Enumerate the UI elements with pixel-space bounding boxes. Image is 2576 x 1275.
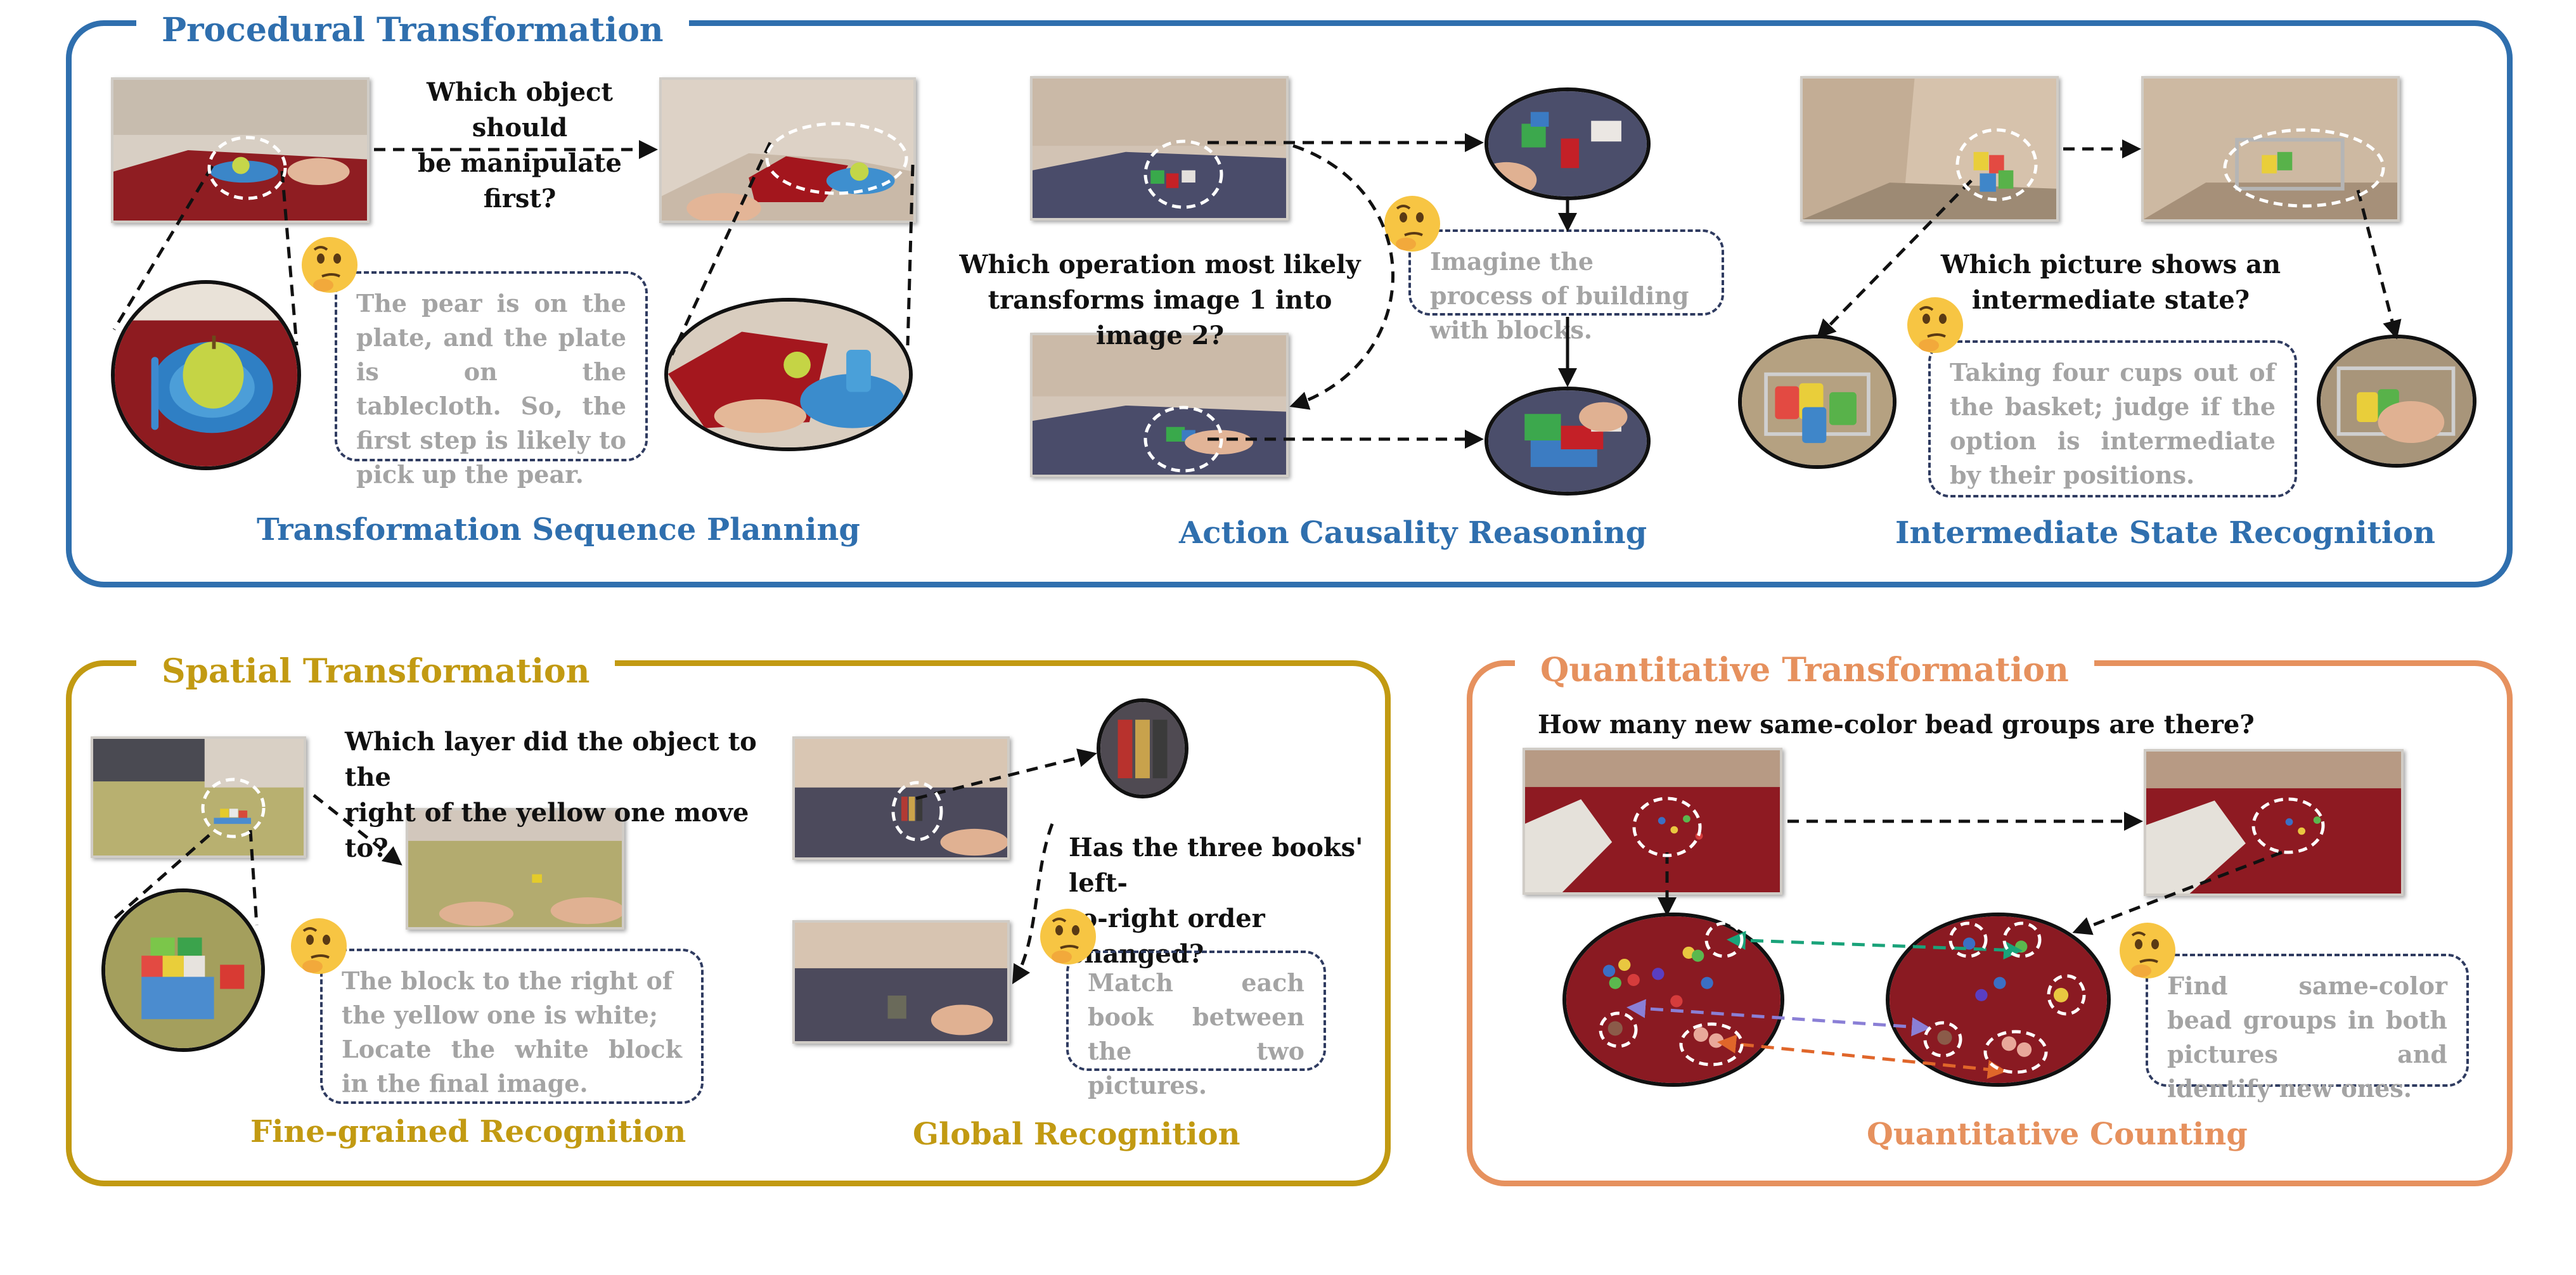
beads-zoom-after: [1886, 913, 2111, 1087]
layer-hint-box: The block to the right of the yellow one…: [320, 949, 704, 1104]
pear-zoom-circle: [111, 280, 301, 470]
thinking-emoji-icon: [302, 237, 357, 293]
quantitative-panel-title: Quantitative Transformation: [1515, 650, 2094, 691]
plate-zoom-circle: [664, 298, 913, 451]
books-start-photo: [792, 736, 1010, 860]
layer-hint-line2: Locate the white block in the final imag…: [342, 1035, 682, 1098]
layer-question-line2: right of the yellow one move to?: [345, 798, 749, 863]
beads-hint-box: Find same-color bead groups in both pict…: [2146, 954, 2469, 1103]
procedural-transformation-panel: [66, 20, 2513, 587]
thinking-emoji-icon: [1384, 196, 1440, 252]
beads-start-photo: [1523, 748, 1782, 895]
beads-end-photo: [2144, 749, 2404, 896]
sequence-question: Which object should be manipulate first?: [380, 75, 659, 217]
intermediate-start-photo: [1800, 76, 2059, 222]
basket-zoom-right: [2317, 335, 2476, 468]
beads-zoom-before: [1562, 913, 1784, 1087]
beads-question: How many new same-color bead groups are …: [1538, 710, 2255, 740]
intermediate-question-line1: Which picture shows an: [1940, 250, 2281, 279]
lego-zoom-circle: [101, 888, 265, 1052]
blocks-zoom-before: [1484, 87, 1651, 200]
sequence-end-photo: [659, 77, 916, 223]
intermediate-question: Which picture shows an intermediate stat…: [1933, 247, 2288, 318]
causality-question: Which operation most likely transforms i…: [951, 247, 1369, 354]
layer-start-photo: [91, 736, 306, 858]
thinking-emoji-icon: [1040, 909, 1096, 964]
global-recognition-label: Global Recognition: [913, 1117, 1240, 1152]
quantitative-counting-label: Quantitative Counting: [1867, 1117, 2248, 1152]
intermediate-question-line2: intermediate state?: [1971, 285, 2250, 315]
causality-question-line2: transforms image 1 into image 2?: [988, 285, 1332, 350]
layer-hint-line1: The block to the right of the yellow one…: [342, 966, 673, 1029]
sequence-planning-label: Transformation Sequence Planning: [257, 512, 860, 548]
sequence-start-photo: [111, 77, 370, 223]
books-end-photo: [792, 920, 1010, 1044]
books-hint-box: Match each book between the two pictures…: [1066, 951, 1326, 1099]
sequence-question-line1: Which object should: [427, 77, 613, 143]
causality-reasoning-label: Action Causality Reasoning: [1179, 515, 1647, 551]
intermediate-end-photo: [2141, 76, 2400, 222]
books-zoom-circle: [1097, 698, 1188, 798]
spatial-transformation-panel: [66, 660, 1391, 1186]
intermediate-hint-box: Taking four cups out of the basket; judg…: [1928, 340, 2297, 497]
sequence-hint-box: The pear is on the plate, and the plate …: [335, 271, 648, 489]
blocks-zoom-after: [1484, 387, 1651, 496]
causality-question-line1: Which operation most likely: [959, 250, 1361, 279]
thinking-emoji-icon: [291, 918, 347, 974]
layer-end-photo: [406, 808, 624, 930]
procedural-panel-title: Procedural Transformation: [136, 10, 689, 51]
sequence-question-line2: be manipulate first?: [418, 148, 622, 214]
spatial-panel-title: Spatial Transformation: [136, 651, 615, 692]
books-question: Has the three books' left- to-right orde…: [1069, 830, 1386, 972]
causality-image-1: [1030, 76, 1289, 221]
intermediate-recognition-label: Intermediate State Recognition: [1895, 515, 2436, 551]
books-question-line1: Has the three books' left-: [1069, 833, 1363, 898]
layer-question-line1: Which layer did the object to the: [345, 727, 757, 792]
fine-grained-label: Fine-grained Recognition: [250, 1114, 686, 1150]
thinking-emoji-icon: [2120, 923, 2175, 978]
causality-image-2: [1030, 333, 1289, 477]
causality-hint-box: Imagine the process of building with blo…: [1408, 229, 1724, 344]
layer-question: Which layer did the object to the right …: [345, 724, 789, 866]
basket-zoom-left: [1738, 335, 1897, 469]
thinking-emoji-icon: [1907, 297, 1963, 353]
